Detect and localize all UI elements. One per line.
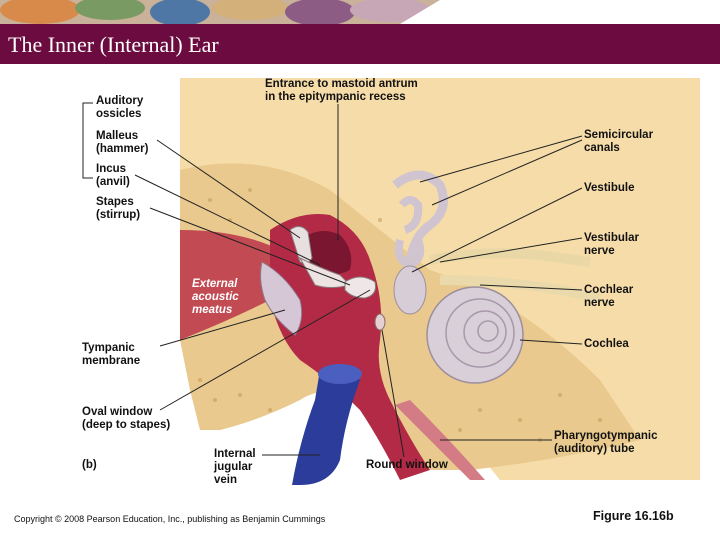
figure-number: Figure 16.16b (593, 509, 674, 523)
slide-title: The Inner (Internal) Ear (8, 32, 219, 57)
copyright-notice: Copyright © 2008 Pearson Education, Inc.… (14, 514, 326, 524)
label-entrance-mastoid: Entrance to mastoid antrum in the epitym… (265, 78, 418, 103)
label-incus: Incus (anvil) (96, 163, 130, 188)
label-oval-window: Oval window (deep to stapes) (82, 406, 171, 431)
label-pharyngotympanic-tube: Pharyngotympanic (auditory) tube (554, 430, 658, 455)
title-bar: The Inner (Internal) Ear (0, 24, 720, 64)
label-internal-jugular-vein: Internal jugular vein (214, 448, 256, 486)
decorative-banner (0, 0, 720, 24)
label-panel-b: (b) (82, 459, 97, 471)
label-auditory-ossicles: Auditory ossicles (96, 95, 144, 120)
label-cochlear-nerve: Cochlear nerve (584, 284, 634, 309)
label-malleus: Malleus (hammer) (96, 130, 149, 155)
label-stapes: Stapes (stirrup) (96, 196, 141, 221)
label-tympanic-membrane: Tympanic membrane (82, 342, 141, 367)
label-semicircular-canals: Semicircular canals (584, 129, 654, 154)
label-cochlea: Cochlea (584, 338, 629, 350)
label-vestibular-nerve: Vestibular nerve (584, 232, 639, 257)
label-external-acoustic-meatus: External acoustic meatus (192, 278, 239, 316)
label-round-window: Round window (366, 459, 448, 471)
label-vestibule: Vestibule (584, 182, 635, 194)
